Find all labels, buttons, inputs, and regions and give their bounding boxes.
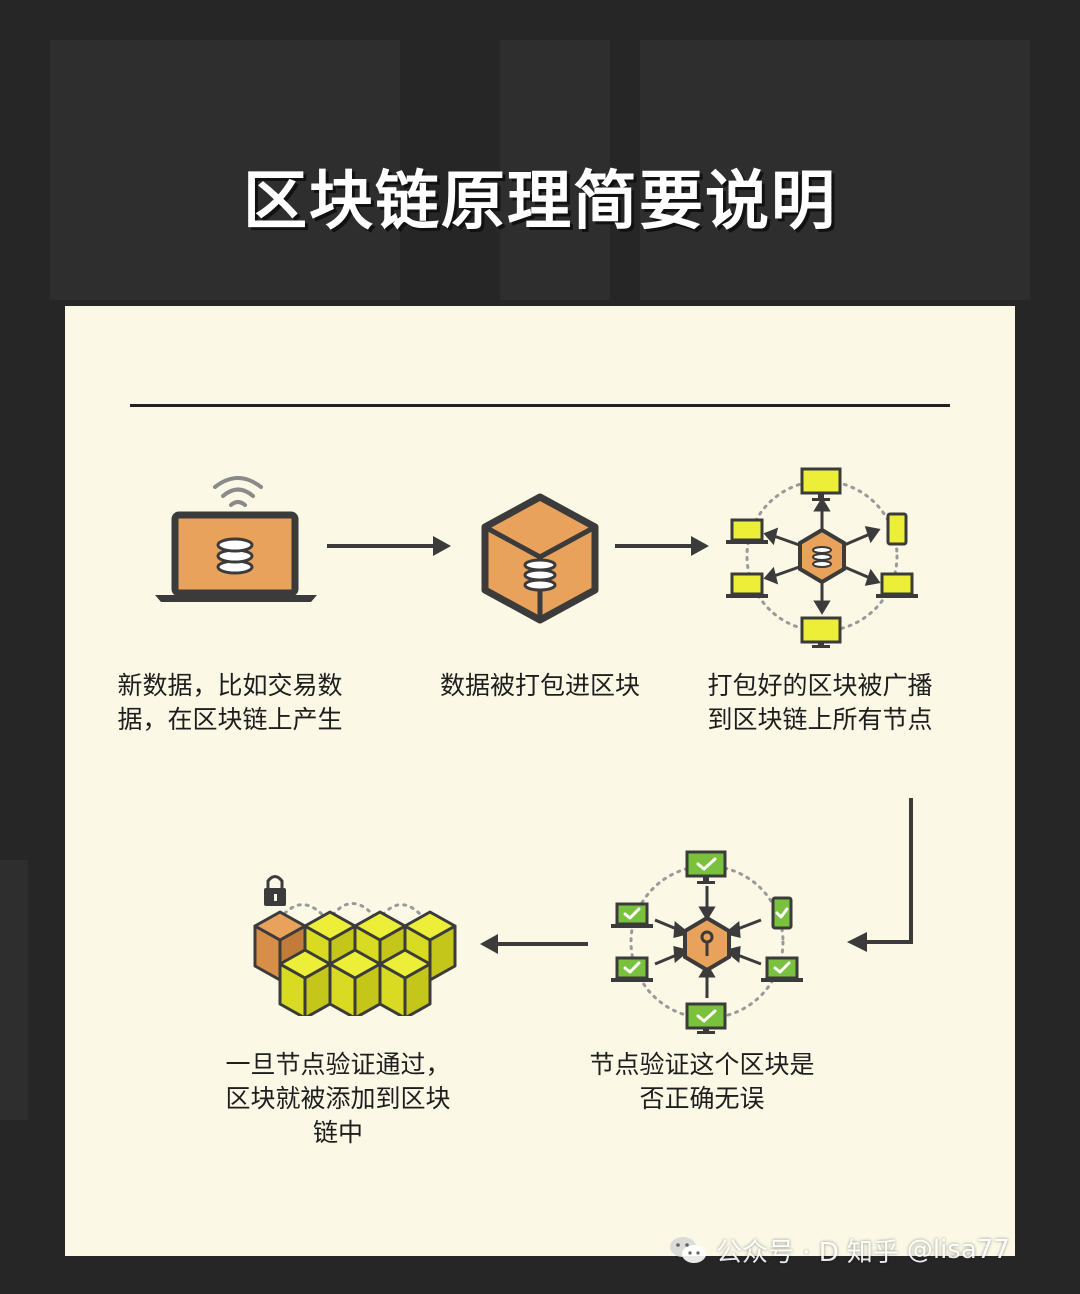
watermark: 公众号 · D 知乎 @lisa77 bbox=[668, 1228, 1010, 1272]
wechat-icon bbox=[670, 1237, 706, 1263]
divider bbox=[130, 404, 950, 407]
step-5-caption: 一旦节点验证通过， 区块就被添加到区块 链中 bbox=[225, 1050, 451, 1147]
cube-face bbox=[403, 910, 457, 942]
step-3-caption: 打包好的区块被广播 到区块链上所有节点 bbox=[707, 671, 933, 734]
broadcast-network-icon bbox=[726, 467, 918, 648]
background-shape bbox=[640, 40, 1030, 300]
cube-database-icon bbox=[481, 493, 599, 624]
cube-face bbox=[328, 948, 382, 980]
cube-face bbox=[303, 910, 357, 942]
arrow-right-icon bbox=[327, 536, 451, 556]
background-shape bbox=[50, 40, 400, 300]
cube-face bbox=[353, 910, 407, 942]
cube-face bbox=[378, 948, 432, 980]
watermark-channel: 公众号 · D bbox=[716, 1237, 839, 1268]
blockchain-icon bbox=[253, 875, 457, 1016]
background-shape bbox=[0, 860, 28, 1120]
background-shape bbox=[500, 40, 610, 300]
validation-network-icon bbox=[611, 850, 803, 1034]
step-2-caption: 数据被打包进区块 bbox=[439, 671, 640, 700]
watermark-user: @lisa77 bbox=[906, 1235, 1010, 1265]
step-1-caption: 新数据，比如交易数 据，在区块链上产生 bbox=[117, 671, 343, 734]
laptop-database-icon bbox=[155, 476, 317, 602]
arrow-right-icon bbox=[615, 536, 709, 556]
arrow-left-icon bbox=[480, 934, 588, 954]
diagram-card: 新数据，比如交易数 据，在区块链上产生 数据被打包进区块 打包好的区块被广播 到… bbox=[65, 306, 1015, 1256]
cube-face bbox=[278, 948, 332, 980]
cube-face bbox=[253, 910, 307, 942]
arrow-down-left-icon bbox=[847, 798, 913, 952]
page-title: 区块链原理简要说明 bbox=[243, 165, 837, 239]
step-4-caption: 节点验证这个区块是 否正确无误 bbox=[589, 1050, 815, 1113]
watermark-site: 知乎 bbox=[846, 1237, 899, 1268]
